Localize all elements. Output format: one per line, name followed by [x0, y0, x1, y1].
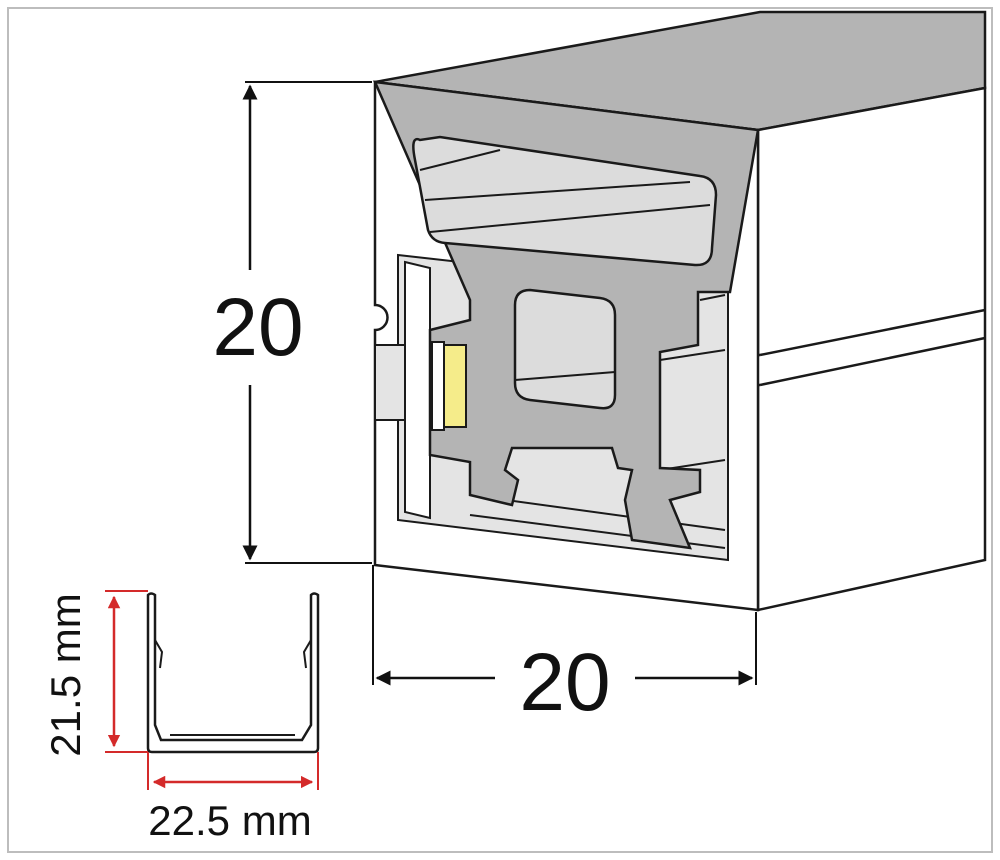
diffuser-window — [412, 135, 718, 267]
led-chip-base — [431, 341, 445, 431]
middle-window-line — [514, 371, 616, 381]
profile-height-label: 21.5 mm — [42, 593, 89, 756]
mounting-profile — [146, 592, 320, 754]
side-groove — [759, 308, 986, 387]
led-chip — [441, 344, 467, 428]
diffuser-highlight — [419, 149, 711, 233]
middle-window — [513, 288, 617, 410]
width-label: 20 — [519, 637, 610, 728]
image-frame — [7, 7, 993, 853]
profile-width-label: 22.5 mm — [148, 797, 311, 844]
mounting-profile-inner — [154, 639, 312, 736]
channel-rails — [469, 294, 726, 549]
pcb-board — [404, 260, 431, 520]
height-label: 20 — [212, 282, 303, 373]
